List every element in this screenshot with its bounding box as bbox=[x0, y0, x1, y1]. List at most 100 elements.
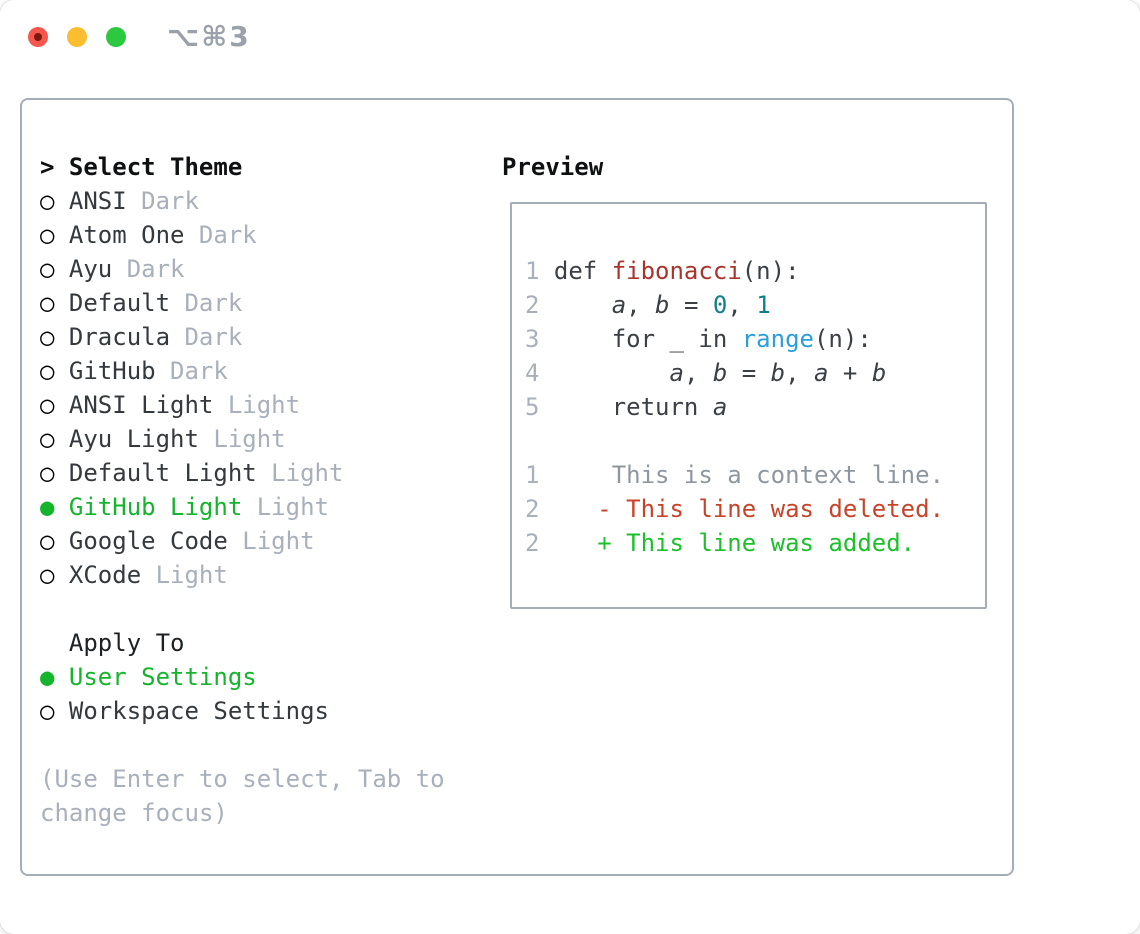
radio-off-icon: ○ bbox=[40, 425, 55, 453]
theme-name: Ayu bbox=[68, 255, 113, 283]
code-token bbox=[554, 291, 612, 319]
code-token: + bbox=[828, 359, 872, 387]
code-token: , bbox=[727, 291, 757, 319]
theme-name: Dracula bbox=[68, 323, 171, 351]
code-line: 5 return a bbox=[525, 390, 975, 424]
cursor-icon: > bbox=[40, 153, 55, 181]
theme-name: Google Code bbox=[68, 527, 228, 555]
theme-name: ANSI bbox=[68, 187, 127, 215]
diff-line: 2 - This line was deleted. bbox=[525, 492, 975, 526]
apply-option-label: Workspace Settings bbox=[68, 697, 329, 725]
window-shortcut-label: ⌥⌘3 bbox=[167, 20, 251, 53]
code-token: b bbox=[871, 359, 887, 387]
radio-off-icon: ○ bbox=[40, 527, 55, 555]
code-token: for _ in bbox=[553, 325, 742, 353]
theme-name: GitHub Light bbox=[68, 493, 243, 521]
line-number: 2 bbox=[525, 529, 540, 557]
theme-option-ayu-light[interactable]: ○ Ayu Light Light bbox=[40, 422, 445, 456]
maximize-icon[interactable] bbox=[106, 27, 126, 47]
theme-option-atom-one[interactable]: ○ Atom One Dark bbox=[40, 218, 445, 252]
apply-to-list: ● User Settings ○ Workspace Settings bbox=[40, 660, 445, 728]
code-token: a bbox=[611, 291, 627, 319]
radio-off-icon: ○ bbox=[40, 255, 55, 283]
theme-variant: Light bbox=[155, 561, 228, 589]
code-token: a bbox=[712, 393, 728, 421]
theme-name: Atom One bbox=[68, 221, 185, 249]
code-token: def bbox=[553, 257, 612, 285]
theme-variant: Dark bbox=[184, 289, 243, 317]
radio-off-icon: ○ bbox=[40, 187, 55, 215]
line-number: 3 bbox=[525, 325, 540, 353]
code-token: This is a context line. bbox=[553, 461, 945, 489]
theme-variant: Light bbox=[213, 425, 286, 453]
theme-name: Ayu Light bbox=[68, 425, 199, 453]
apply-option-user-settings[interactable]: ● User Settings bbox=[40, 660, 445, 694]
apply-option-label: User Settings bbox=[68, 663, 257, 691]
code-token: = bbox=[669, 291, 713, 319]
code-token: range bbox=[741, 325, 814, 353]
line-number: 2 bbox=[525, 291, 540, 319]
select-theme-header: >Select Theme bbox=[40, 150, 445, 184]
code-token: + This line was added. bbox=[553, 529, 916, 557]
apply-to-header-label: Apply To bbox=[68, 629, 185, 657]
apply-option-workspace-settings[interactable]: ○ Workspace Settings bbox=[40, 694, 445, 728]
theme-variant: Dark bbox=[170, 357, 228, 385]
diff-line: 2 + This line was added. bbox=[525, 526, 975, 560]
theme-variant: Dark bbox=[198, 221, 257, 249]
code-token: a bbox=[669, 359, 684, 387]
theme-variant: Light bbox=[256, 493, 329, 521]
theme-variant: Dark bbox=[184, 323, 243, 351]
code-token: a bbox=[814, 359, 829, 387]
code-token: 0 bbox=[712, 291, 728, 319]
traffic-lights bbox=[28, 27, 126, 47]
line-number: 4 bbox=[525, 359, 540, 387]
code-token: (n): bbox=[813, 325, 872, 353]
theme-option-ansi[interactable]: ○ ANSI Dark bbox=[40, 184, 445, 218]
radio-off-icon: ○ bbox=[40, 289, 55, 317]
theme-variant: Dark bbox=[126, 255, 185, 283]
close-icon[interactable] bbox=[28, 27, 48, 47]
line-number: 5 bbox=[525, 393, 540, 421]
theme-variant: Dark bbox=[141, 187, 199, 215]
minimize-icon[interactable] bbox=[67, 27, 87, 47]
theme-name: ANSI Light bbox=[68, 391, 214, 419]
preview-header: Preview bbox=[502, 153, 604, 181]
theme-name: XCode bbox=[68, 561, 142, 589]
code-token: , bbox=[683, 359, 713, 387]
theme-variant: Light bbox=[227, 391, 301, 419]
code-token: (n): bbox=[741, 257, 800, 285]
radio-off-icon: ○ bbox=[40, 323, 55, 351]
theme-option-github-light[interactable]: ● GitHub Light Light bbox=[40, 490, 445, 524]
code-token: b bbox=[655, 291, 670, 319]
theme-option-ayu[interactable]: ○ Ayu Dark bbox=[40, 252, 445, 286]
radio-on-icon: ● bbox=[40, 663, 55, 691]
code-token: = bbox=[727, 359, 771, 387]
code-token: , bbox=[626, 291, 656, 319]
code-token: - This line was deleted. bbox=[553, 495, 945, 523]
radio-on-icon: ● bbox=[40, 493, 55, 521]
radio-off-icon: ○ bbox=[40, 221, 55, 249]
radio-off-icon: ○ bbox=[40, 697, 55, 725]
theme-option-dracula[interactable]: ○ Dracula Dark bbox=[40, 320, 445, 354]
spacer-row bbox=[40, 728, 445, 762]
spacer-row bbox=[40, 592, 445, 626]
theme-name: GitHub bbox=[68, 357, 156, 385]
code-line: 4 a, b = b, a + b bbox=[525, 356, 975, 390]
line-number: 2 bbox=[525, 495, 540, 523]
code-token: return bbox=[553, 393, 713, 421]
code-token: , bbox=[785, 359, 815, 387]
